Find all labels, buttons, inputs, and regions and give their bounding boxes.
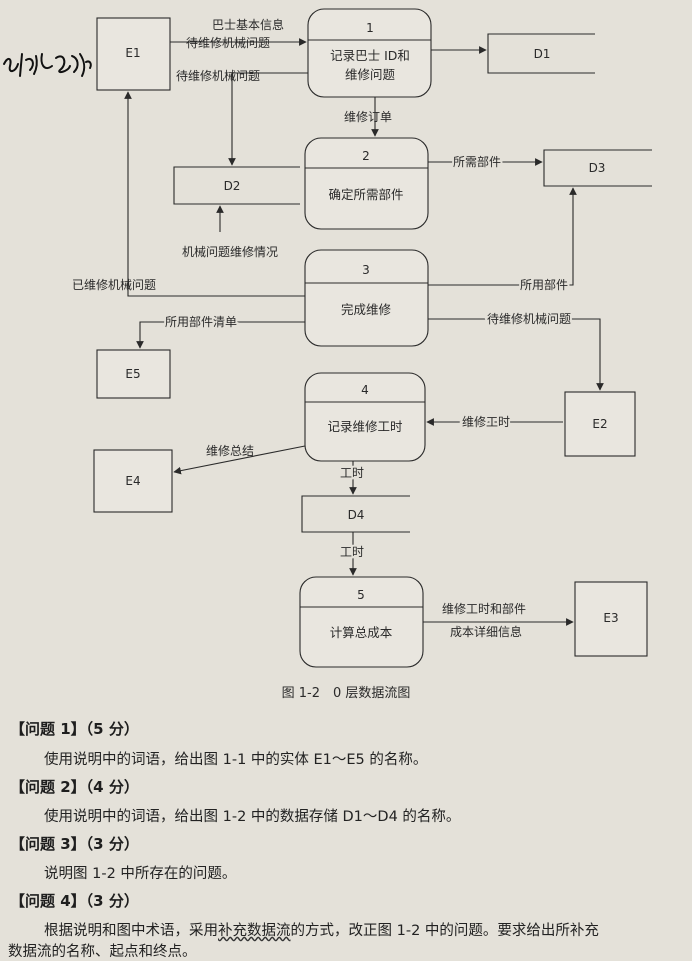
process-1-label-line2: 维修问题 [345,67,396,82]
data-flow-diagram: E1 E5 E4 E2 E3 1 记录巴士 ID和 维修问题 2 确定所需部件 … [72,8,652,668]
process-2-number: 2 [362,149,370,163]
entity-e4-label: E4 [125,474,140,488]
flow-label-repair-hours: 维修工时 [462,414,510,429]
question-2-header: 【问题 2】（4 分） [10,778,139,796]
entity-e1-label: E1 [125,46,140,60]
flow-p3-d3 [428,187,577,286]
flow-label-used-parts: 所用部件 [520,277,568,292]
flow-label-pending-3: 待维修机械问题 [487,311,571,326]
process-5-number: 5 [357,588,365,602]
process-3-number: 3 [362,263,370,277]
entity-e4-box [93,449,173,513]
store-d3-label: D3 [589,161,606,175]
process-3-box [304,249,429,347]
flow-p3-e1 [124,91,305,297]
flow-p3-e5 [136,321,305,349]
question-4-body-highlight: 补充数据流 [218,923,291,939]
flow-label-pending-1: 待维修机械问题 [186,35,270,50]
flow-label-needed-parts: 所需部件 [453,154,501,169]
question-1-header: 【问题 1】（5 分） [10,720,139,738]
entity-e3-label: E3 [603,611,618,625]
question-4-body-line2: 数据流的名称、起点和终点。 [8,944,197,960]
flow-label-bus-info: 巴士基本信息 [212,17,284,32]
process-1-label-line1: 记录巴士 ID和 [330,48,410,63]
flow-label-repair-order: 维修订单 [344,109,392,124]
process-1-box [307,8,432,98]
store-d3-shape [543,149,652,187]
flow-label-repaired: 已维修机械问题 [72,277,156,292]
entity-e2-box [564,391,636,457]
flow-label-hours-2: 工时 [340,545,364,559]
entity-e2-label: E2 [592,417,607,431]
question-4-body-post: 的方式，改正图 1-2 中的问题。要求给出所补充 [290,923,599,939]
flow-label-cost-2: 成本详细信息 [450,624,522,639]
flow-label-cost-1: 维修工时和部件 [442,601,526,616]
store-d4-label: D4 [348,508,365,522]
question-1-body: 使用说明中的词语，给出图 1-1 中的实体 E1～E5 的名称。 [44,752,428,768]
flow-p4-e4 [173,445,306,475]
store-d1-shape [487,33,595,74]
process-2-box [304,137,429,230]
entity-e5-label: E5 [125,367,140,381]
process-4-box [304,372,426,462]
question-4-body: 根据说明和图中术语，采用补充数据流的方式，改正图 1-2 中的问题。要求给出所补… [44,919,599,940]
flow-p1-d2 [228,72,308,166]
entity-e1-box [96,17,171,91]
flow-p3-e2 [428,318,604,391]
store-d4-shape [301,495,410,533]
question-4-body-pre: 根据说明和图中术语，采用 [44,923,218,939]
question-4-header: 【问题 4】（3 分） [10,892,139,910]
process-5-label: 计算总成本 [330,625,393,640]
flow-label-used-parts-list: 所用部件清单 [165,314,237,329]
handwritten-scribble [3,53,92,77]
entity-e5-box [96,349,171,399]
flow-label-hours-1: 工时 [340,466,364,480]
process-4-number: 4 [361,383,369,397]
figure-caption: 图 1-2 0 层数据流图 [281,686,411,701]
process-2-label: 确定所需部件 [328,187,403,202]
process-4-label: 记录维修工时 [327,419,403,434]
store-d1-label: D1 [534,47,551,61]
flow-label-pending-2: 待维修机械问题 [176,68,260,83]
question-2-body: 使用说明中的词语，给出图 1-2 中的数据存储 D1～D4 的名称。 [44,809,461,825]
entity-e3-box [574,581,648,657]
question-3-header: 【问题 3】（3 分） [10,835,139,853]
flow-label-mech-status: 机械问题维修情况 [182,244,278,259]
store-d2-label: D2 [224,179,241,193]
store-d2-shape [173,166,300,205]
question-3-body: 说明图 1-2 中所存在的问题。 [44,866,237,882]
flow-label-summary: 维修总结 [206,443,254,458]
process-1-number: 1 [366,21,374,35]
process-3-label: 完成维修 [341,302,392,317]
